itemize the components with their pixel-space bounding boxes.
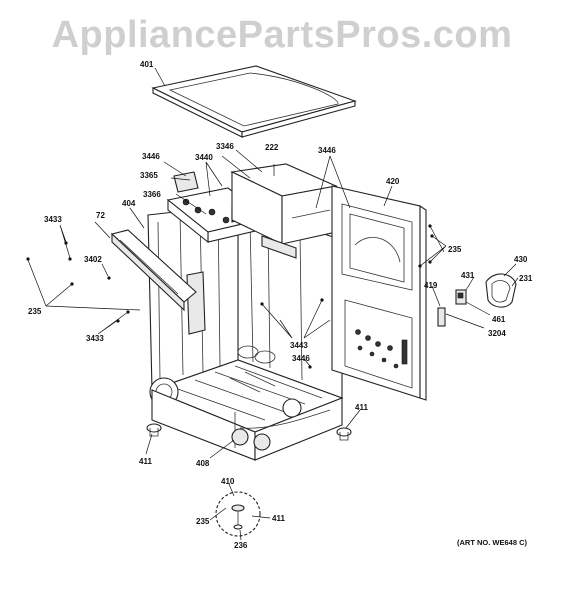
label-3365: 3365 — [140, 171, 158, 180]
label-3446-bottom: 3446 — [292, 354, 310, 363]
label-231: 231 — [519, 274, 533, 283]
leader-lines — [27, 67, 519, 541]
label-410: 410 — [221, 477, 235, 486]
label-419: 419 — [424, 281, 438, 290]
label-3204: 3204 — [488, 329, 506, 338]
label-3346: 3346 — [216, 142, 234, 151]
label-411-bottom: 411 — [272, 514, 285, 523]
switch-431 — [455, 289, 467, 305]
part-labels: 401 3346 222 3446 3440 3365 3366 3446 42… — [28, 60, 533, 550]
label-235-right: 235 — [448, 245, 462, 254]
foot-assembly-bottom — [215, 491, 261, 537]
label-401: 401 — [140, 60, 154, 69]
label-408: 408 — [196, 459, 210, 468]
label-420: 420 — [386, 177, 400, 186]
label-3433-upper: 3433 — [44, 215, 62, 224]
label-3402: 3402 — [84, 255, 102, 264]
label-236: 236 — [234, 541, 248, 550]
label-3446-left: 3446 — [142, 152, 160, 161]
art-number: (ART NO. WE648 C) — [457, 538, 528, 547]
label-404: 404 — [122, 199, 136, 208]
label-411-right: 411 — [355, 403, 368, 412]
switch-419 — [437, 307, 446, 327]
label-3446-right: 3446 — [318, 146, 336, 155]
label-72: 72 — [96, 211, 105, 220]
label-235-bottom: 235 — [196, 517, 210, 526]
screws — [26, 224, 434, 369]
label-3366: 3366 — [143, 190, 161, 199]
terminal-block — [355, 329, 408, 369]
label-235-left: 235 — [28, 307, 42, 316]
top-panel — [151, 65, 357, 138]
label-461: 461 — [492, 315, 506, 324]
leveling-foot-right — [336, 427, 352, 441]
side-bracket-72 — [110, 229, 197, 312]
label-3440: 3440 — [195, 153, 213, 162]
label-411-left: 411 — [139, 457, 152, 466]
label-430: 430 — [514, 255, 528, 264]
label-3433-lower: 3433 — [86, 334, 104, 343]
label-431: 431 — [461, 271, 475, 280]
label-222: 222 — [265, 143, 279, 152]
cabinet — [147, 204, 344, 461]
leveling-foot-left — [146, 423, 162, 437]
rear-panel — [331, 185, 427, 401]
vent-trim-430 — [485, 273, 517, 308]
exhaust-duct — [230, 163, 338, 259]
label-3443: 3443 — [290, 341, 308, 350]
watermark: AppliancePartsPros.com — [51, 14, 513, 56]
